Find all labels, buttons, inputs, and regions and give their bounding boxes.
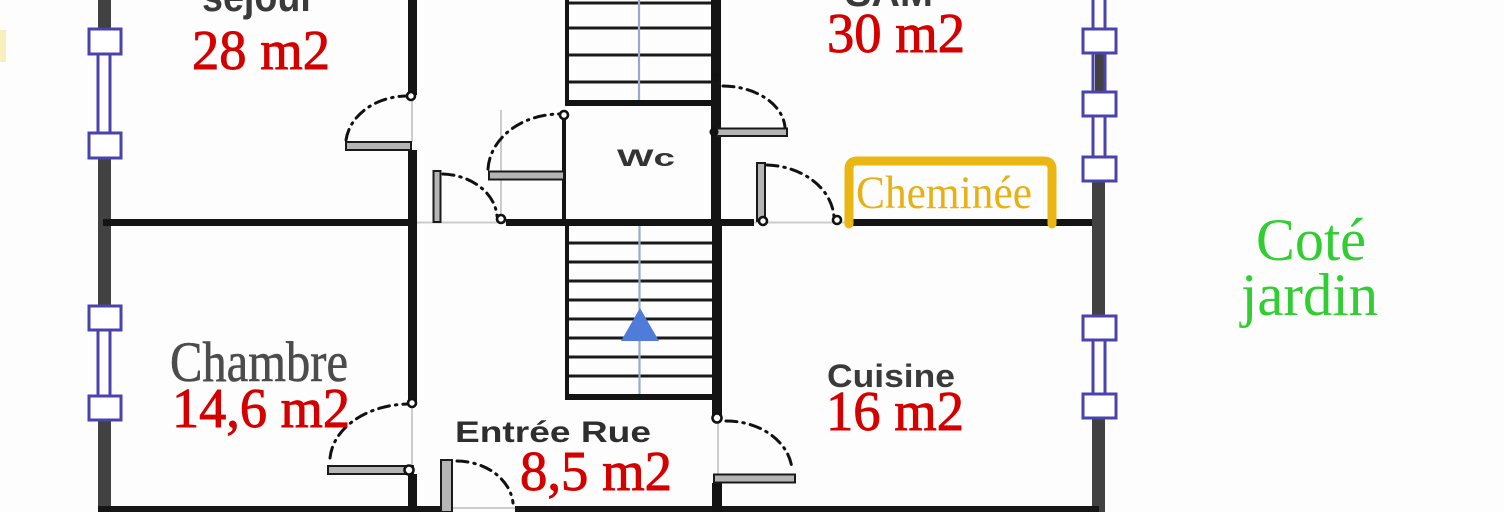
- svg-text:14,6 m2: 14,6 m2: [172, 378, 350, 440]
- svg-text:Cuisine: Cuisine: [827, 358, 955, 394]
- svg-text:30 m2: 30 m2: [827, 3, 965, 65]
- svg-text:8,5 m2: 8,5 m2: [520, 441, 672, 503]
- svg-text:16 m2: 16 m2: [826, 381, 964, 443]
- svg-text:Cheminée: Cheminée: [856, 167, 1032, 219]
- svg-text:séjour: séjour: [202, 0, 315, 20]
- svg-text:Entrée Rue: Entrée Rue: [455, 416, 651, 449]
- svg-text:Wc: Wc: [617, 145, 675, 172]
- svg-text:SAM: SAM: [845, 0, 933, 15]
- svg-text:jardin: jardin: [1239, 262, 1378, 328]
- svg-text:Coté: Coté: [1256, 207, 1366, 273]
- svg-text:Chambre: Chambre: [170, 331, 348, 394]
- svg-text:28 m2: 28 m2: [192, 20, 330, 82]
